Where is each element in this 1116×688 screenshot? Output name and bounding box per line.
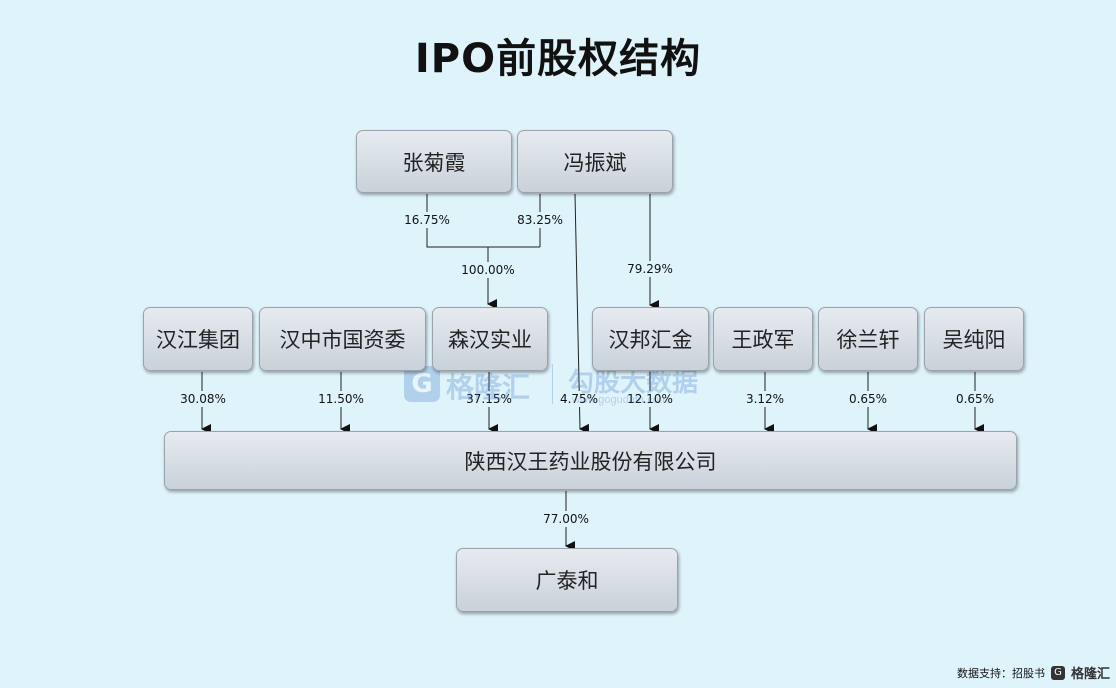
watermark-slogan: 勾股大数据 bbox=[568, 367, 699, 397]
edge-label-zhang-senhan: 16.75% bbox=[404, 213, 450, 227]
edge-label-hanbang-company: 12.10% bbox=[627, 392, 673, 406]
footer-source: 数据支持：招股书 bbox=[956, 666, 1045, 680]
node-company: 陕西汉王药业股份有限公司 bbox=[164, 431, 1017, 490]
node-hanjiang-group: 汉江集团 bbox=[143, 307, 253, 371]
footer-logo-icon: G bbox=[1050, 665, 1065, 680]
edge-label-xu-company: 0.65% bbox=[849, 392, 887, 406]
node-senhan-industrial: 森汉实业 bbox=[432, 307, 548, 371]
node-xu-lanxuan: 徐兰轩 bbox=[818, 307, 918, 371]
footer: 数据支持：招股书 G 格隆汇 bbox=[957, 663, 1110, 682]
node-feng-zhenbin: 冯振斌 bbox=[517, 130, 673, 193]
node-zhang-juxia: 张菊霞 bbox=[356, 130, 512, 193]
watermark-logo-icon: G bbox=[404, 366, 440, 402]
diagram-title: IPO前股权结构 bbox=[414, 36, 702, 82]
edge-label-hanjiang-company: 30.08% bbox=[180, 392, 226, 406]
watermark-brand: 格隆汇 bbox=[446, 372, 531, 403]
edge-feng-company bbox=[574, 193, 590, 434]
edge-label-wu-company: 0.65% bbox=[956, 392, 994, 406]
watermark: G 格隆汇 勾股大数据 www.gogudata.com bbox=[400, 360, 730, 410]
edge-label-wang-company: 3.12% bbox=[746, 392, 784, 406]
footer-brand: 格隆汇 bbox=[1070, 667, 1110, 682]
edge-zhang-senhan bbox=[426, 194, 540, 248]
watermark-divider bbox=[552, 364, 553, 404]
edge-label-merge-senhan: 100.00% bbox=[461, 263, 514, 277]
node-hanbang-huijin: 汉邦汇金 bbox=[592, 307, 709, 371]
node-wu-chunyang: 吴纯阳 bbox=[924, 307, 1024, 371]
edge-label-senhan-company: 37.15% bbox=[466, 392, 512, 406]
watermark-url: www.gogudata.com bbox=[572, 394, 668, 406]
edge-label-hanzhong-company: 11.50% bbox=[318, 392, 364, 406]
node-guangtaihe: 广泰和 bbox=[456, 548, 678, 612]
node-hanzhong-sasac: 汉中市国资委 bbox=[259, 307, 426, 371]
edge-label-feng-hanbang: 79.29% bbox=[627, 262, 673, 276]
edge-label-company-guangtaihe: 77.00% bbox=[543, 512, 589, 526]
edge-label-feng-senhan: 83.25% bbox=[517, 213, 563, 227]
node-wang-zhengjun: 王政军 bbox=[713, 307, 813, 371]
edge-label-feng-company: 4.75% bbox=[560, 392, 598, 406]
